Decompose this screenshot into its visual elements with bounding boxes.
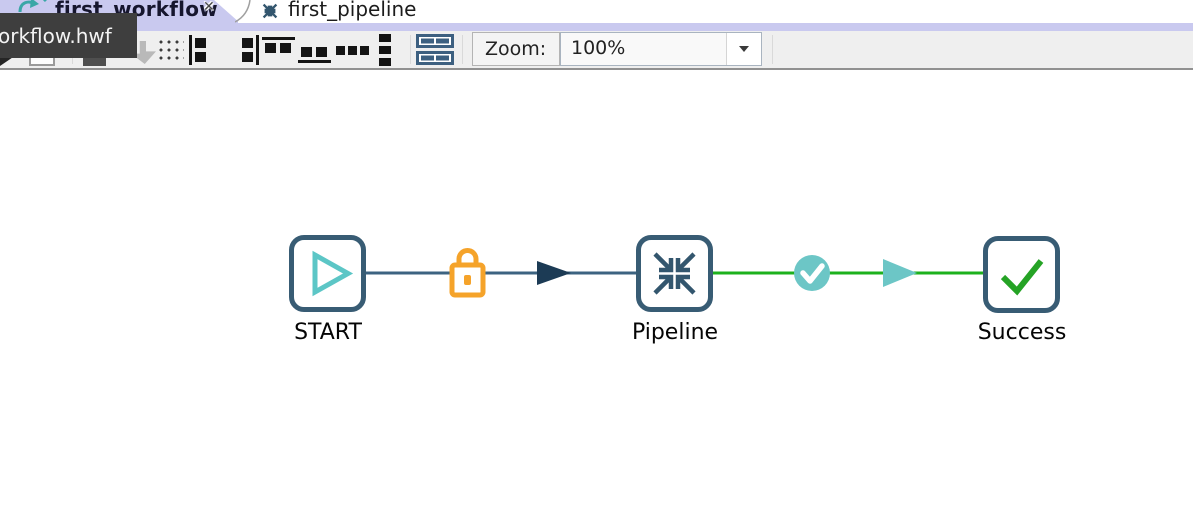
align-right-icon[interactable]	[237, 31, 259, 68]
results-rows-icon[interactable]	[415, 31, 455, 68]
node-label-success: Success	[977, 320, 1067, 345]
distribute-vertical-icon[interactable]	[378, 31, 392, 68]
tab-curve	[235, 0, 251, 23]
align-bottom-icon[interactable]	[298, 31, 331, 68]
chevron-down-icon	[739, 46, 749, 52]
main-toolbar: Zoom: 100%	[0, 31, 1193, 70]
connection-start-pipeline[interactable]	[366, 248, 636, 298]
zoom-label-text: Zoom:	[485, 38, 547, 60]
zoom-value[interactable]: 100%	[571, 37, 626, 59]
toolbar-divider	[772, 35, 773, 64]
toolbar-divider	[462, 35, 463, 64]
toolbar-divider	[410, 35, 411, 64]
tab-label: first_pipeline	[288, 0, 417, 21]
arrowhead-icon	[537, 261, 571, 285]
node-label-pipeline: Pipeline	[631, 320, 719, 345]
tab-highlight-strip	[0, 23, 1193, 31]
arrowhead-icon	[883, 259, 917, 287]
editor-tab-bar: first_workflow ✕ first_pipeline	[0, 0, 1193, 31]
connections-layer	[366, 248, 983, 298]
distribute-horizontal-icon[interactable]	[336, 31, 370, 68]
zoom-label: Zoom:	[472, 32, 560, 66]
zoom-dropdown-button[interactable]	[726, 33, 761, 65]
node-success[interactable]	[983, 236, 1060, 313]
connection-pipeline-success[interactable]	[713, 255, 983, 291]
lock-icon	[449, 248, 486, 298]
node-pipeline[interactable]	[636, 235, 713, 312]
filename-tooltip: orkflow.hwf	[0, 13, 137, 58]
node-start[interactable]	[289, 235, 366, 312]
workflow-canvas[interactable]: START Pipeline Success	[0, 70, 1193, 513]
close-icon[interactable]: ✕	[203, 0, 215, 15]
node-label-start: START	[294, 320, 362, 345]
tab-first-pipeline[interactable]: first_pipeline	[235, 0, 463, 23]
pipeline-icon	[262, 3, 278, 19]
align-top-icon[interactable]	[262, 31, 295, 68]
check-icon	[1000, 259, 1044, 296]
compress-arrows-icon	[653, 252, 696, 295]
success-check-icon	[794, 255, 830, 291]
play-icon	[312, 250, 354, 297]
workflow-icon	[18, 0, 47, 13]
align-left-icon[interactable]	[189, 31, 211, 68]
zoom-combobox[interactable]: 100%	[560, 32, 762, 66]
tooltip-text: orkflow.hwf	[0, 23, 112, 48]
grid-dots-icon[interactable]	[156, 37, 184, 64]
